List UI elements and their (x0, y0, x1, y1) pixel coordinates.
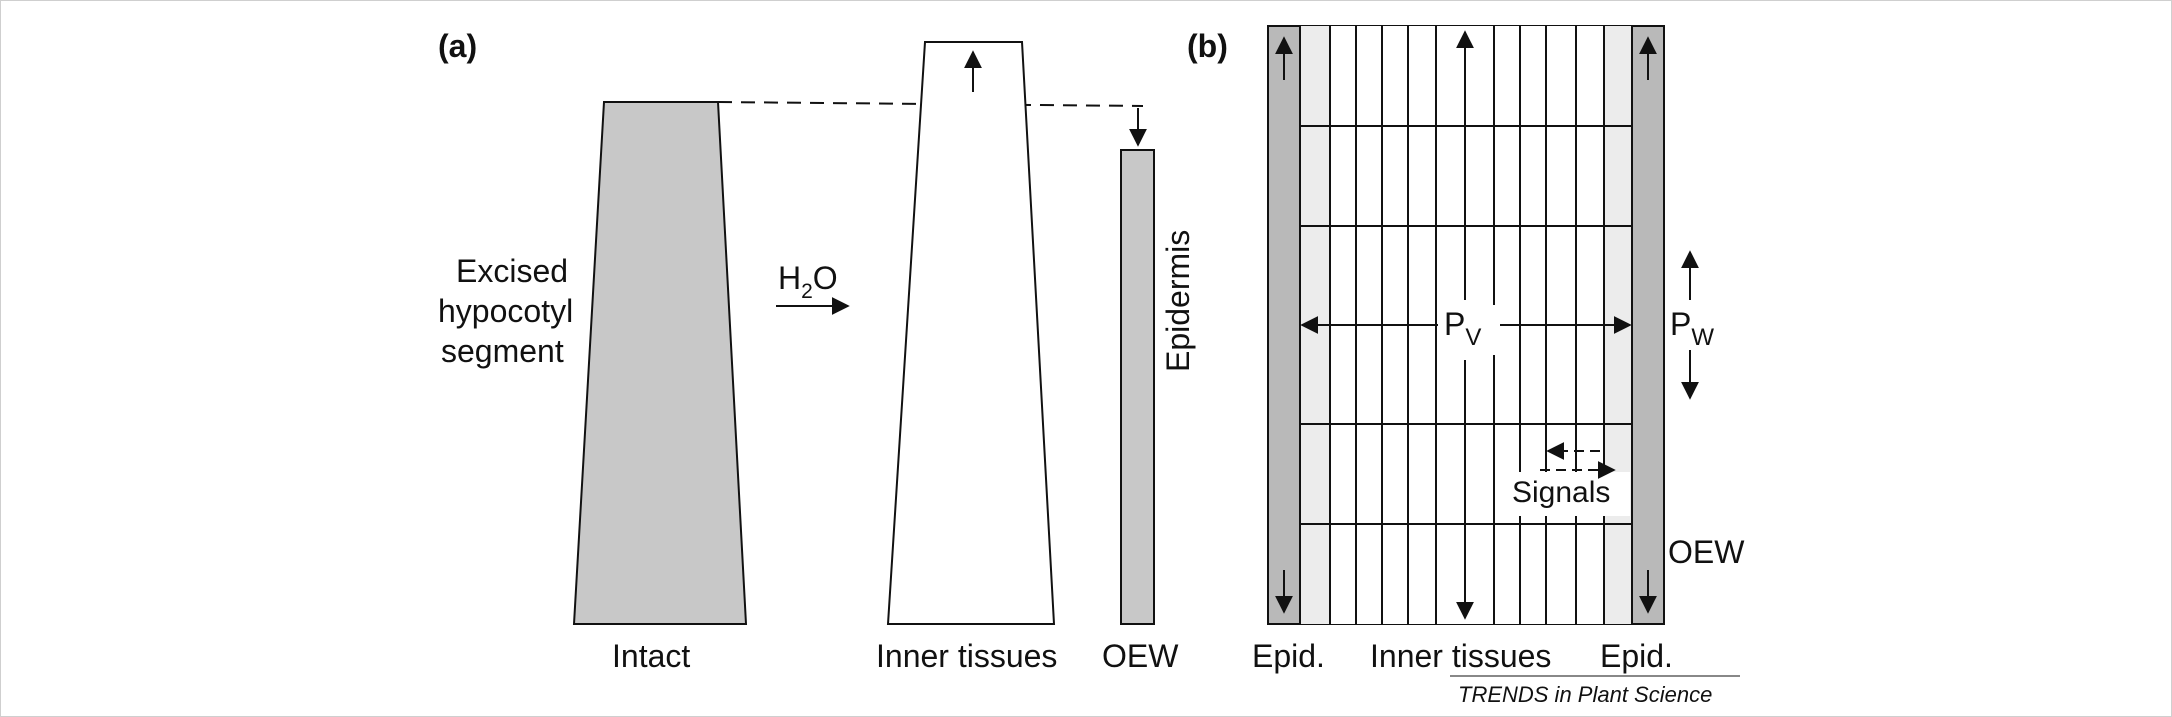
inner-tissues-shape (886, 41, 1056, 625)
epidermis-right-column (1631, 25, 1665, 625)
oew-label-a: OEW (1102, 638, 1179, 674)
panel-a-label: (a) (438, 28, 478, 64)
intact-label: Intact (612, 638, 691, 674)
journal-credit: TRENDS in Plant Science (1458, 682, 1713, 707)
intact-segment-shape (572, 101, 748, 625)
epidermis-label: Epidermis (1160, 229, 1196, 372)
pv-label-backing (1440, 305, 1498, 355)
epid-left-label: Epid. (1252, 638, 1325, 674)
h2o-label: H2O (778, 260, 838, 303)
epidermis-left-column (1267, 25, 1301, 625)
epidermis-arrows (1275, 36, 1657, 614)
pw-label: PW (1670, 306, 1714, 351)
signals-label-backing (1512, 472, 1630, 516)
oew-strip-shape (1120, 149, 1155, 625)
signals-label: Signals (1512, 476, 1611, 509)
excised-label-line1: Excised (456, 253, 569, 289)
oew-label-b: OEW (1668, 534, 1745, 570)
epid-right-label: Epid. (1600, 638, 1673, 674)
inner-tissues-b-label: Inner tissues (1370, 638, 1552, 674)
signals-arrows (1540, 442, 1616, 479)
pv-label: PV (1444, 306, 1482, 351)
panel-b-label: (b) (1187, 28, 1228, 64)
inner-tissues-label: Inner tissues (876, 638, 1058, 674)
excised-label-line3: segment (441, 333, 564, 369)
excised-label-line2: hypocotyl (438, 293, 574, 329)
